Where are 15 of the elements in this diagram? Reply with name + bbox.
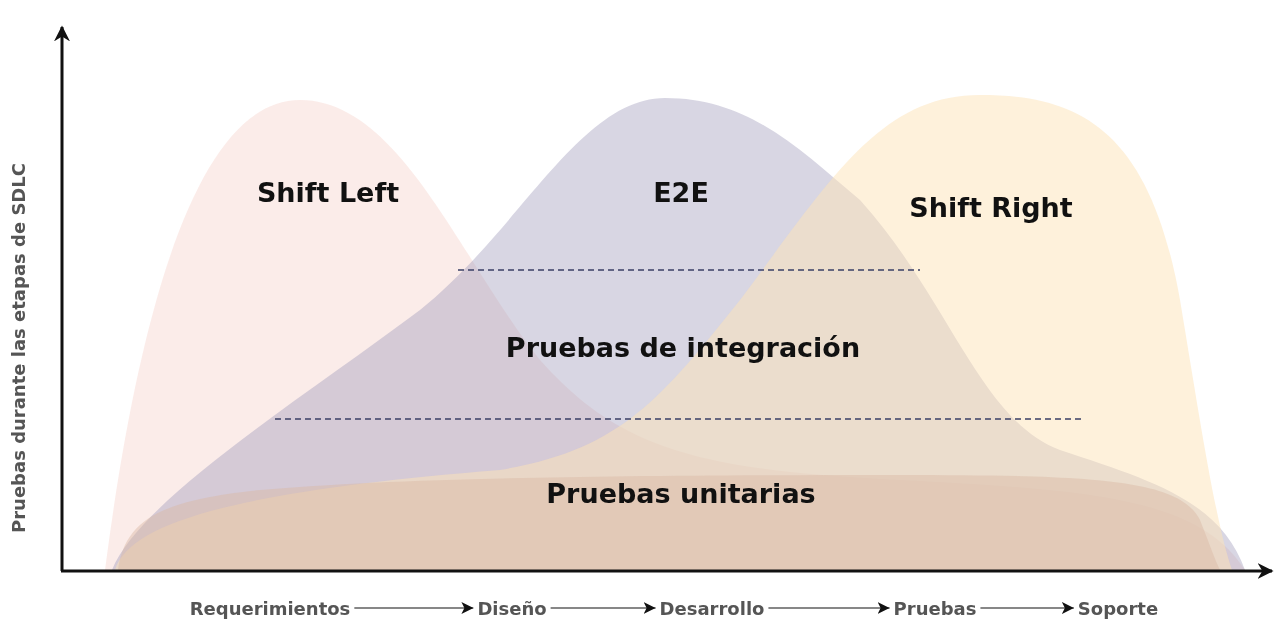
chevron-arrow [979,602,1075,614]
stage-label: Desarrollo [659,597,765,619]
curve-label: Pruebas unitarias [546,477,816,509]
chevron-arrow [550,602,657,614]
axis-title: Pruebas durante las etapas de SDLC [7,163,29,533]
curve-label: E2E [653,176,709,208]
stage-label: Soporte [1077,597,1159,619]
chevron-arrow [767,602,891,614]
band-label: Pruebas de integración [505,331,861,363]
stage-label: Diseño [477,597,547,619]
curve-label: Shift Right [909,191,1073,223]
curve-label: Shift Left [256,176,400,208]
chevron-arrow [353,602,474,614]
stage-label: Pruebas [893,597,977,619]
stage-label: Requerimientos [189,597,351,619]
